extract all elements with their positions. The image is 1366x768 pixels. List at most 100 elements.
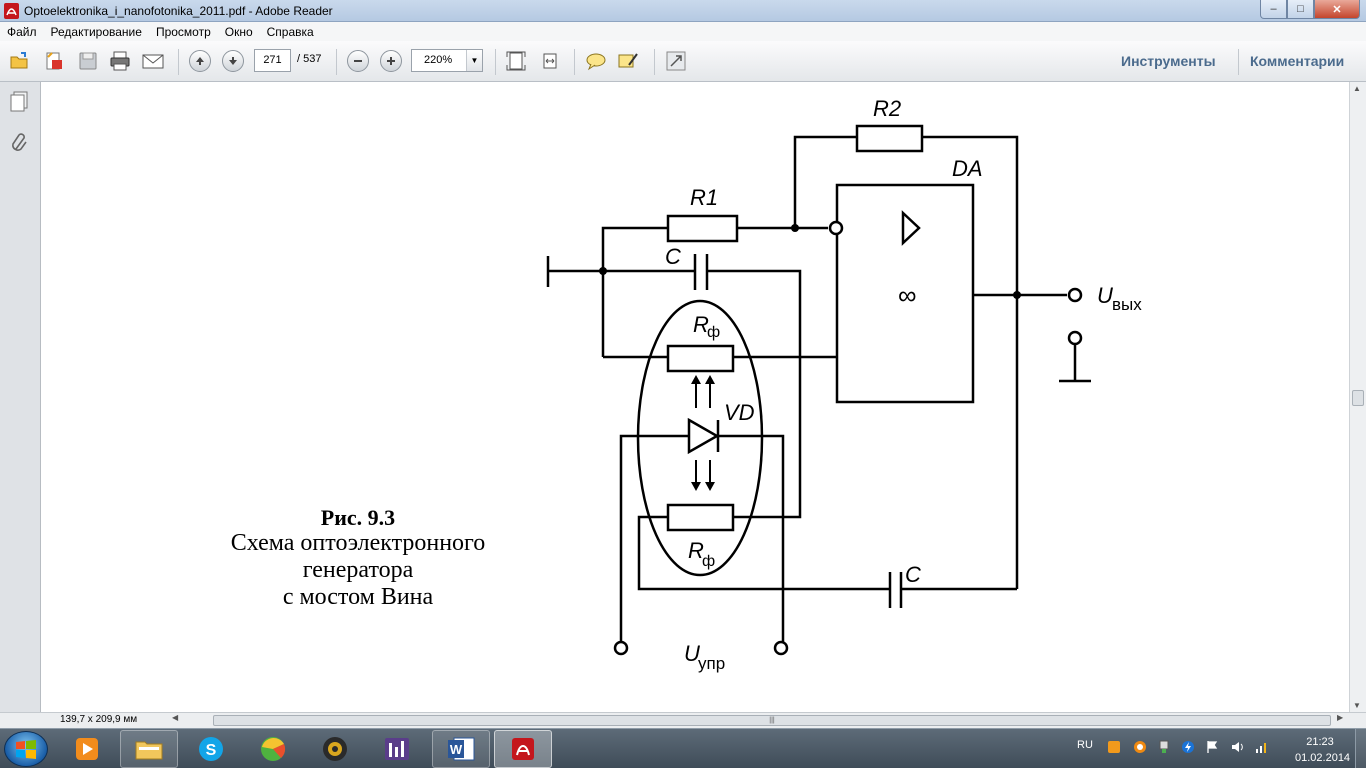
windows-logo-icon xyxy=(16,740,36,759)
horizontal-scrollbar[interactable]: ||| xyxy=(213,715,1331,726)
output-terminal xyxy=(1067,287,1083,303)
menu-edit[interactable]: Редактирование xyxy=(50,24,142,39)
status-bar: 139,7 x 209,9 мм ◀ ||| ▶ xyxy=(0,712,1366,728)
scroll-down-arrow-icon[interactable]: ▼ xyxy=(1353,701,1361,710)
expand-icon xyxy=(666,51,686,71)
zoom-out-button[interactable] xyxy=(346,50,370,72)
system-clock[interactable]: 21:23 01.02.2014 xyxy=(1295,734,1350,766)
plus-icon xyxy=(380,50,402,72)
adobe-reader-icon xyxy=(512,738,534,760)
resistor-r2 xyxy=(855,124,924,153)
fit-width-button[interactable] xyxy=(538,50,562,72)
scroll-thumb[interactable] xyxy=(1352,390,1364,406)
label-vd: VD xyxy=(724,400,755,425)
action-center-flag-icon[interactable] xyxy=(1205,740,1219,754)
folder-icon xyxy=(135,741,163,760)
taskbar-media-app[interactable] xyxy=(306,730,364,768)
email-button[interactable] xyxy=(141,50,165,72)
previous-page-button[interactable] xyxy=(188,50,212,72)
label-r1: R1 xyxy=(690,185,718,210)
arrow-down-icon xyxy=(222,50,244,72)
label-uout: U xyxy=(1097,283,1113,308)
start-button[interactable] xyxy=(4,731,48,767)
word-icon: W xyxy=(448,737,475,761)
colorful-ball-icon xyxy=(261,737,286,761)
comment-bubble-icon xyxy=(586,53,606,71)
equalizer-icon xyxy=(385,738,409,760)
menu-help[interactable]: Справка xyxy=(266,24,314,39)
control-terminal-left xyxy=(613,640,629,656)
show-desktop-button[interactable] xyxy=(1355,729,1366,768)
label-c-bottom: C xyxy=(905,562,921,587)
inverting-input-terminal xyxy=(828,220,844,236)
vertical-scrollbar[interactable]: ▲ ▼ xyxy=(1349,82,1366,712)
tray-blue-icon[interactable] xyxy=(1181,740,1195,754)
page-thumbnails-icon[interactable] xyxy=(9,90,31,112)
network-icon[interactable] xyxy=(1255,740,1269,754)
circuit-diagram: R2 DA R1 C R ф VD R ф C ∞ U вых U упр Ри… xyxy=(231,96,1143,673)
next-page-button[interactable] xyxy=(221,50,245,72)
scroll-up-arrow-icon[interactable]: ▲ xyxy=(1353,84,1361,93)
page-number-input[interactable]: 271 xyxy=(254,49,291,72)
comments-link[interactable]: Комментарии xyxy=(1250,53,1345,69)
dropdown-arrow-icon[interactable]: ▼ xyxy=(466,50,482,71)
svg-text:S: S xyxy=(206,742,217,759)
taskbar-skype[interactable]: S xyxy=(182,730,240,768)
speaker-disc-icon xyxy=(323,737,347,761)
tray-app-icon[interactable] xyxy=(1107,740,1121,754)
scroll-left-arrow-icon[interactable]: ◀ xyxy=(172,713,179,722)
highlighter-icon xyxy=(618,53,638,68)
title-bar: Optoelektronika_i_nanofotonika_2011.pdf … xyxy=(0,0,1366,22)
photoresistor-rf-bottom xyxy=(666,503,735,532)
tools-link[interactable]: Инструменты xyxy=(1121,53,1216,69)
taskbar-adobe-reader[interactable] xyxy=(494,730,552,768)
open-file-button[interactable] xyxy=(8,50,32,72)
usb-device-icon[interactable] xyxy=(1157,740,1171,754)
minimize-button[interactable]: ‒ xyxy=(1260,0,1287,19)
svg-text:W: W xyxy=(450,742,463,757)
window-title: Optoelektronika_i_nanofotonika_2011.pdf … xyxy=(24,4,333,18)
skype-icon: S xyxy=(199,737,223,761)
highlight-button[interactable] xyxy=(616,50,640,72)
optocoupler-outline xyxy=(636,299,764,577)
fit-page-button[interactable] xyxy=(504,50,528,72)
toolbar xyxy=(0,41,1366,82)
fit-width-icon xyxy=(543,53,557,69)
create-pdf-icon xyxy=(46,52,62,70)
maximize-button[interactable]: □ xyxy=(1287,0,1314,19)
scroll-right-arrow-icon[interactable]: ▶ xyxy=(1337,713,1344,722)
menu-file[interactable]: Файл xyxy=(7,24,37,39)
menu-window[interactable]: Окно xyxy=(224,24,253,39)
document-view: R2 DA R1 C R ф VD R ф C ∞ U вых U упр Ри… xyxy=(41,82,1349,712)
taskbar-equalizer-app[interactable] xyxy=(368,730,426,768)
fullscreen-button[interactable] xyxy=(664,50,688,72)
volume-icon[interactable] xyxy=(1230,740,1244,754)
taskbar-file-explorer[interactable] xyxy=(120,730,178,768)
minus-icon xyxy=(347,50,369,72)
tray-orange-icon[interactable] xyxy=(1133,740,1147,754)
language-indicator[interactable]: RU xyxy=(1077,739,1093,751)
label-uctl-sub: упр xyxy=(698,654,725,673)
menu-view[interactable]: Просмотр xyxy=(155,24,211,39)
label-uout-sub: вых xyxy=(1112,295,1142,314)
print-button[interactable] xyxy=(108,50,132,72)
add-comment-button[interactable] xyxy=(584,50,608,72)
op-amp-da xyxy=(835,183,975,404)
caption-line3: с мостом Вина xyxy=(283,584,434,610)
photoresistor-rf-top xyxy=(666,344,735,373)
window-controls: ‒ □ ✕ xyxy=(1260,0,1360,19)
adobe-reader-icon xyxy=(4,3,19,19)
label-rf-top-sub: ф xyxy=(707,324,720,341)
label-uctl: U xyxy=(684,641,700,666)
attachments-icon[interactable] xyxy=(9,132,31,154)
taskbar-media-player[interactable] xyxy=(58,730,116,768)
zoom-in-button[interactable] xyxy=(379,50,403,72)
control-terminal-right xyxy=(773,640,789,656)
close-button[interactable]: ✕ xyxy=(1314,0,1360,19)
create-pdf-button[interactable] xyxy=(42,50,66,72)
taskbar-app-green[interactable] xyxy=(244,730,302,768)
media-player-icon xyxy=(76,738,98,760)
zoom-select[interactable]: 220% ▼ xyxy=(411,49,483,72)
taskbar-word[interactable]: W xyxy=(432,730,490,768)
save-button[interactable] xyxy=(76,50,100,72)
